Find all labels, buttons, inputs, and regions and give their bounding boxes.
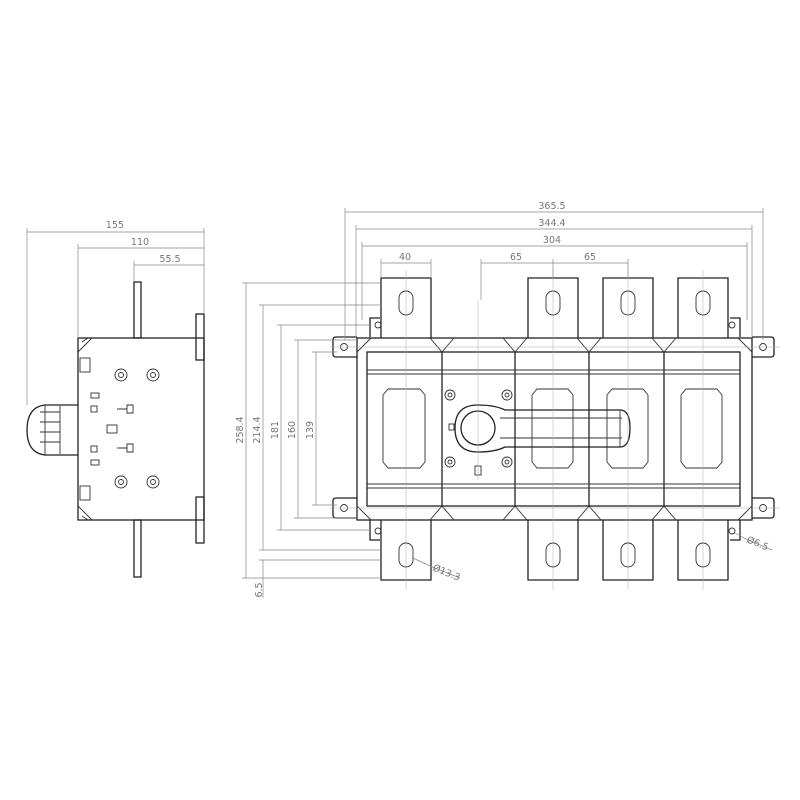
dim-304: 304 [543,235,561,246]
top-terminals [380,277,729,338]
front-horizontal-dimensions: 365.5 344.4 304 40 65 65 [344,201,764,340]
dim-214-4: 214.4 [252,416,263,443]
dim-365-5: 365.5 [538,201,565,212]
dim-55-5: 55.5 [159,254,180,265]
dim-160: 160 [287,421,298,439]
hole-callouts: Ø13.3 Ø6.5 [412,532,773,584]
dim-6-5: 6.5 [254,582,265,597]
rotary-handle [448,404,631,453]
dim-110: 110 [131,237,149,248]
dim-139: 139 [305,421,316,439]
terminal-hole-diameter: Ø13.3 [431,563,462,584]
dim-65-b: 65 [584,252,596,263]
side-handle-knob [26,404,78,456]
dim-65-a: 65 [510,252,522,263]
side-dimensions: 155 110 55.5 [26,220,205,405]
front-view: 365.5 344.4 304 40 65 65 258.4 214.4 181… [235,201,780,598]
switch-body [356,337,753,521]
centerlines [330,270,780,590]
dim-155: 155 [106,220,124,231]
dim-258-4: 258.4 [235,416,246,443]
dim-181: 181 [270,421,281,439]
mounting-ears [332,317,775,541]
dim-40: 40 [399,252,411,263]
front-vertical-dimensions: 258.4 214.4 181 160 139 6.5 [235,282,381,598]
mount-hole-diameter: Ø6.5 [745,535,770,554]
dim-344-4: 344.4 [538,218,565,229]
side-view: 155 110 55.5 [26,220,205,578]
